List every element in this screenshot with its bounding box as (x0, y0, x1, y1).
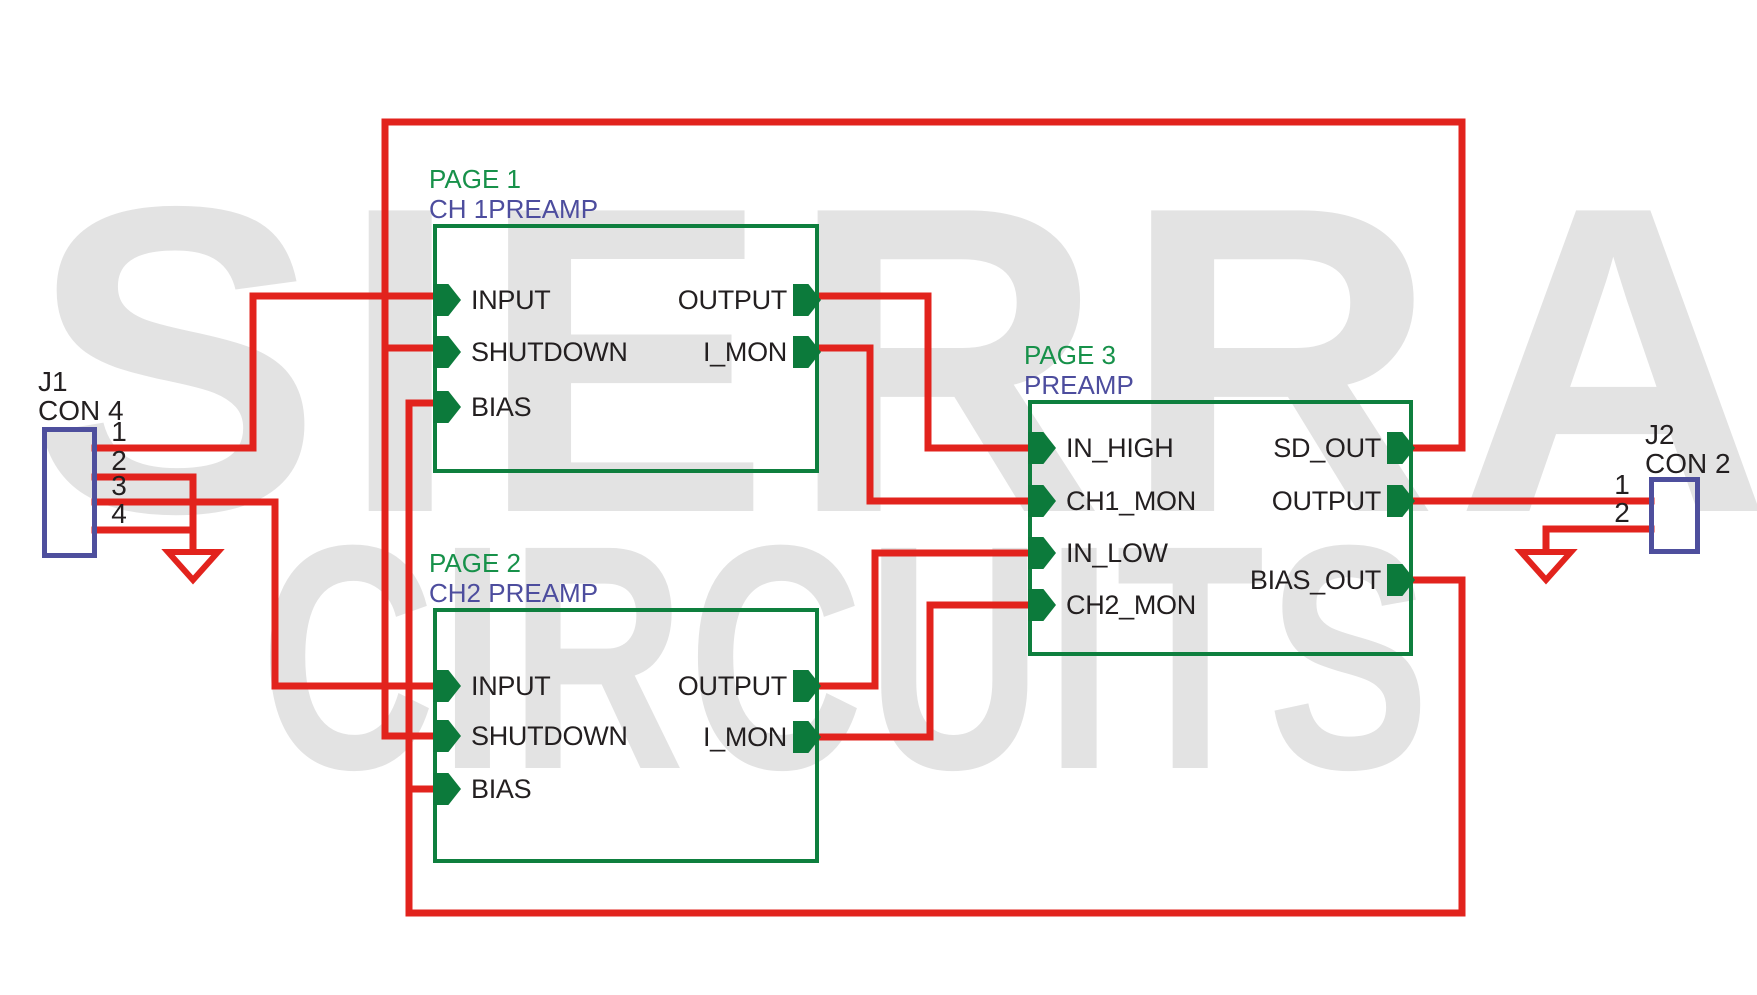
pin-label: CH1_MON (1066, 486, 1196, 516)
connector-j1-pin-number: 1 (111, 416, 127, 447)
pin-arrow-icon (793, 336, 821, 368)
block-name-label: CH 1PREAMP (429, 194, 599, 224)
pin-arrow-icon (1028, 432, 1056, 464)
pin-arrow-icon (1028, 485, 1056, 517)
watermark-sierra: SIERRA (30, 115, 1757, 604)
pin-page1-imon: I_MON (521, 336, 821, 368)
pin-arrow-icon (433, 284, 461, 316)
pin-label: SD_OUT (1273, 433, 1381, 463)
connector-designator: J2 (1645, 419, 1675, 450)
pin-arrow-icon (793, 670, 821, 702)
pin-label: BIAS (471, 392, 532, 422)
pin-arrow-icon (1028, 537, 1056, 569)
block-name-label: CH2 PREAMP (429, 578, 599, 608)
wire-shutdown-net-left (381, 118, 440, 740)
wire-page2-output-to-in-low (813, 549, 1036, 690)
pin-arrow-icon (1028, 589, 1056, 621)
pin-label: SHUTDOWN (471, 721, 628, 751)
connector-j1-body (42, 427, 97, 558)
page-label: PAGE 3 (1024, 340, 1117, 370)
pin-page1-output: OUTPUT (521, 284, 821, 316)
pin-label: INPUT (471, 671, 551, 701)
pin-label: INPUT (471, 285, 551, 315)
wire-page1-imon-to-ch1-mon (813, 344, 1036, 505)
pin-label: CH2_MON (1066, 590, 1196, 620)
connector-j2-pin-number: 2 (1614, 497, 1630, 528)
pin-arrow-icon (793, 284, 821, 316)
wire-j1-pin3-to-page2-input (91, 498, 440, 690)
pin-arrow-icon (433, 391, 461, 423)
pin-label: BIAS (471, 774, 532, 804)
block-page1: PAGE 1 CH 1PREAMP INPUT SHUTDOWN BIAS OU… (429, 164, 821, 473)
connector-type: CON 4 (38, 395, 124, 426)
block-page2: PAGE 2 CH2 PREAMP INPUT SHUTDOWN BIAS OU… (429, 548, 821, 863)
pin-page1-bias: BIAS (433, 391, 733, 423)
block-page2-header: PAGE 2 CH2 PREAMP (429, 548, 598, 608)
block-name-label: PREAMP (1024, 370, 1134, 400)
pin-page3-in-high: IN_HIGH (1028, 432, 1328, 464)
pin-label: OUTPUT (1271, 486, 1382, 516)
pin-label: OUTPUT (677, 285, 788, 315)
wire-j1-pin1-to-page1-input (91, 292, 440, 452)
ground-symbol-j1 (161, 549, 225, 585)
pin-label: OUTPUT (677, 671, 788, 701)
pin-page2-imon: I_MON (521, 721, 821, 753)
pin-arrow-icon (433, 670, 461, 702)
pin-page1-input: INPUT (433, 284, 733, 316)
wire-j2-pin2-to-ground (1542, 525, 1655, 558)
connector-designator: J1 (38, 366, 68, 397)
watermark-circuits: CIRCUITS (260, 478, 1433, 836)
pin-arrow-icon (793, 721, 821, 753)
connector-j1-header: J1 CON 4 (38, 367, 124, 425)
pin-label: IN_HIGH (1066, 433, 1174, 463)
pin-arrow-icon (433, 773, 461, 805)
wire-page2-imon-to-ch2-mon (813, 601, 1036, 741)
pin-label: BIAS_OUT (1249, 565, 1381, 595)
wire-page1-output-to-in-high (813, 292, 1036, 452)
pin-page3-ch2-mon: CH2_MON (1028, 589, 1328, 621)
ground-symbol-j2 (1514, 549, 1578, 585)
pin-arrow-icon (1387, 564, 1415, 596)
pin-page3-sd-out: SD_OUT (1115, 432, 1415, 464)
block-page1-header: PAGE 1 CH 1PREAMP (429, 164, 598, 224)
pin-arrow-icon (1387, 485, 1415, 517)
pin-arrow-icon (433, 336, 461, 368)
connector-j1-pin-number: 2 (111, 445, 127, 476)
pin-label: SHUTDOWN (471, 337, 628, 367)
pin-page1-shutdown: SHUTDOWN (433, 336, 733, 368)
pin-label: I_MON (702, 722, 787, 752)
connector-type: CON 2 (1645, 448, 1731, 479)
page-label: PAGE 2 (429, 548, 522, 578)
pin-label: I_MON (702, 337, 787, 367)
pin-label: IN_LOW (1066, 538, 1168, 568)
pin-arrow-icon (433, 720, 461, 752)
pin-page3-bias-out: BIAS_OUT (1115, 564, 1415, 596)
pin-page3-ch1-mon: CH1_MON (1028, 485, 1328, 517)
connector-j2-header: J2 CON 2 (1645, 420, 1731, 478)
connector-j1-pin-number: 4 (111, 498, 127, 529)
wire-bias-net (405, 399, 1466, 917)
connector-j2-pin-number: 1 (1614, 469, 1630, 500)
pin-page3-output: OUTPUT (1115, 485, 1415, 517)
block-page3-header: PAGE 3 PREAMP (1024, 340, 1134, 400)
pin-page2-output: OUTPUT (521, 670, 821, 702)
wire-sd-out (1408, 118, 1466, 452)
pin-page3-in-low: IN_LOW (1028, 537, 1328, 569)
block-page3: PAGE 3 PREAMP IN_HIGH CH1_MON IN_LOW CH2… (1024, 340, 1415, 656)
pin-page2-bias: BIAS (433, 773, 733, 805)
pin-page2-shutdown: SHUTDOWN (433, 720, 733, 752)
connector-j2-body (1649, 477, 1700, 554)
connector-j1-pin-number: 3 (111, 470, 127, 501)
pin-arrow-icon (1387, 432, 1415, 464)
pin-page2-input: INPUT (433, 670, 733, 702)
page-label: PAGE 1 (429, 164, 522, 194)
